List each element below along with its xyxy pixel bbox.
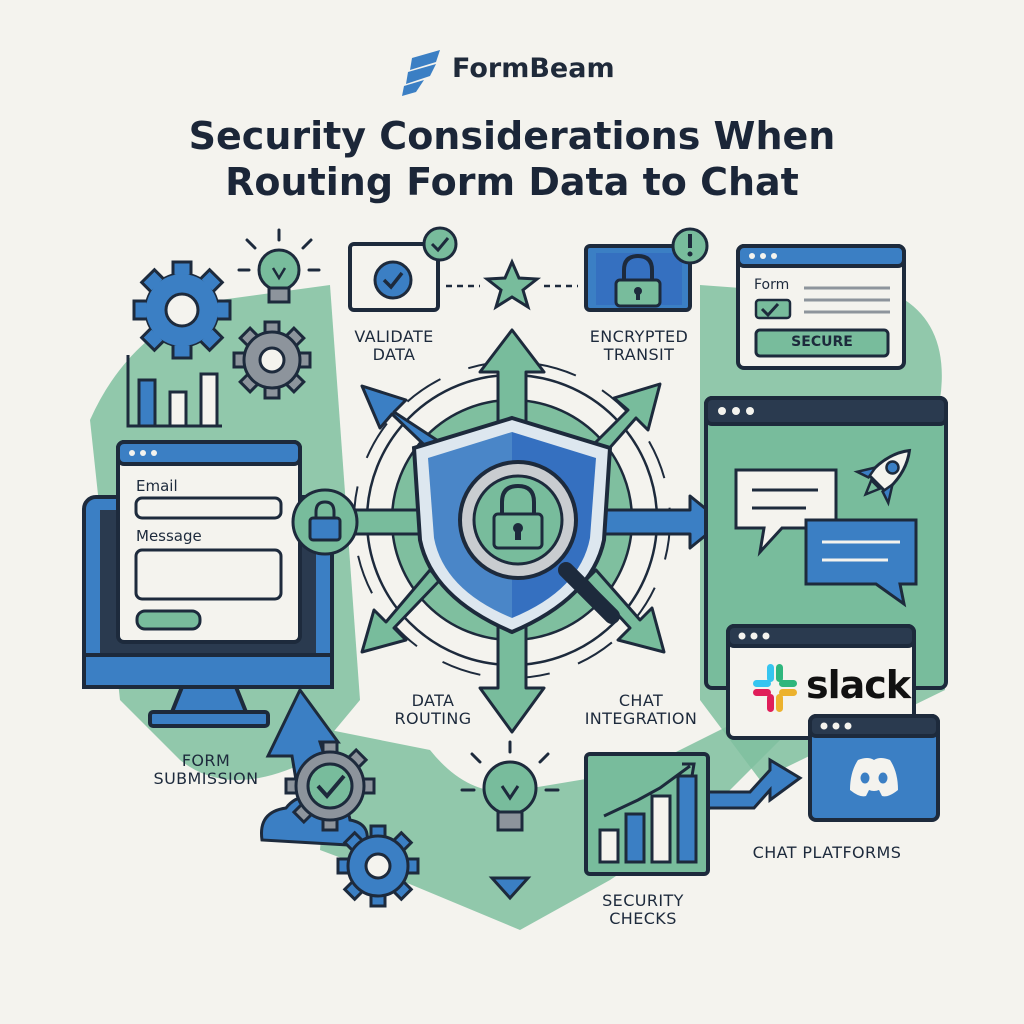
encrypted-lock-window bbox=[584, 227, 709, 312]
slack-wordmark: slack bbox=[806, 663, 911, 707]
brand-name: FormBeam bbox=[452, 53, 615, 84]
message-label: Message bbox=[136, 527, 202, 545]
label-routing: DATA ROUTING bbox=[394, 691, 472, 728]
arrow-downright-icon bbox=[584, 568, 666, 654]
secure-form-window bbox=[736, 244, 906, 370]
title-line-1: Security Considerations When bbox=[188, 114, 836, 158]
discord-logo-icon bbox=[850, 758, 898, 797]
magnifier-icon bbox=[458, 460, 620, 624]
secure-button-label[interactable]: SECURE bbox=[791, 334, 853, 350]
slack-window bbox=[726, 624, 916, 740]
slack-logo-icon bbox=[753, 664, 797, 712]
gear-icon bbox=[132, 260, 232, 360]
formbeam-logo-icon bbox=[402, 50, 440, 96]
rocket-icon bbox=[853, 448, 912, 507]
secure-button[interactable] bbox=[754, 328, 890, 358]
label-checks: SECURITY CHECKS bbox=[602, 891, 684, 928]
submit-button[interactable] bbox=[135, 609, 202, 631]
lightbulb-icon bbox=[237, 228, 321, 304]
message-field[interactable] bbox=[134, 548, 283, 601]
background-blob-bottom bbox=[320, 710, 800, 930]
security-chart-icon bbox=[584, 752, 710, 876]
star-icon bbox=[482, 258, 542, 311]
platforms-arrow-icon bbox=[704, 757, 803, 810]
gear-check-icon bbox=[284, 740, 376, 832]
label-platforms: CHAT PLATFORMS bbox=[752, 843, 902, 862]
gear-small-icon bbox=[232, 320, 312, 400]
funnel-triangle-icon bbox=[488, 876, 532, 901]
gear-blue-icon bbox=[336, 824, 420, 908]
label-encrypted: ENCRYPTED TRANSIT bbox=[589, 327, 689, 364]
discord-window bbox=[808, 714, 940, 822]
label-integration: CHAT INTEGRATION bbox=[584, 691, 698, 728]
lock-badge-icon bbox=[291, 488, 359, 556]
page-title: Security Considerations When Routing For… bbox=[0, 113, 1024, 206]
form-window bbox=[116, 440, 302, 644]
padlock-icon bbox=[500, 483, 536, 516]
label-submission: FORM SUBMISSION bbox=[153, 751, 259, 788]
email-label: Email bbox=[136, 477, 178, 495]
secure-form-label: Form bbox=[754, 277, 790, 293]
arrow-down-icon bbox=[478, 618, 546, 734]
bar-chart-icon bbox=[126, 355, 222, 428]
validate-window bbox=[348, 226, 458, 312]
label-validate: VALIDATE DATA bbox=[354, 327, 434, 364]
lightbulb-bottom-icon bbox=[460, 740, 560, 832]
arrow-downleft-icon bbox=[360, 568, 442, 654]
email-field[interactable] bbox=[134, 496, 283, 520]
title-line-2: Routing Form Data to Chat bbox=[225, 160, 799, 205]
checkmark-badge-icon bbox=[422, 226, 458, 262]
